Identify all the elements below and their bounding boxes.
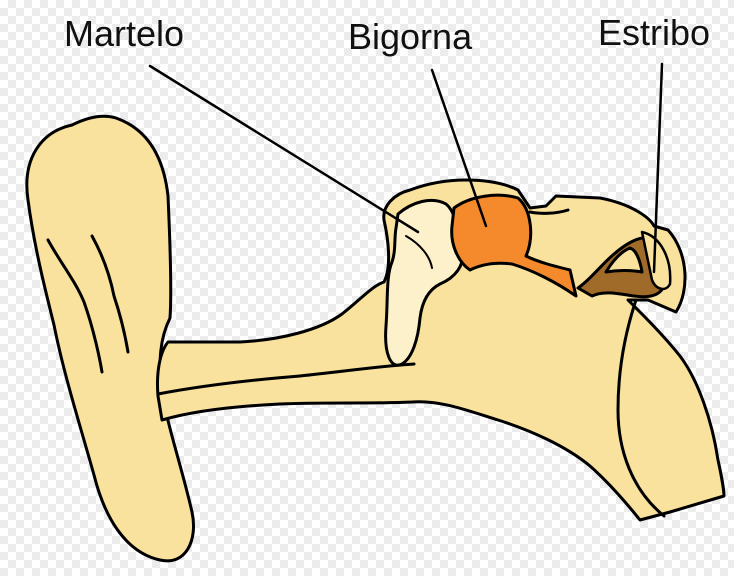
malleus-handle-detail — [405, 235, 433, 269]
stapes-label: Estribo — [598, 12, 711, 53]
ear-canal-and-bone — [156, 178, 726, 522]
pinna-inner-fold-2 — [90, 234, 130, 354]
pinna-shape — [25, 114, 195, 563]
incus-leader-line — [430, 68, 488, 228]
canal-floor-line — [156, 362, 416, 396]
malleus-leader-line — [148, 64, 420, 234]
incus-label: Bigorna — [348, 16, 473, 57]
bone-crease-line-2 — [528, 208, 570, 215]
malleus-label: Martelo — [64, 13, 185, 54]
bone-crease-line — [616, 298, 666, 518]
stapes-leader-line — [652, 62, 664, 274]
pinna-inner-fold — [46, 238, 104, 374]
